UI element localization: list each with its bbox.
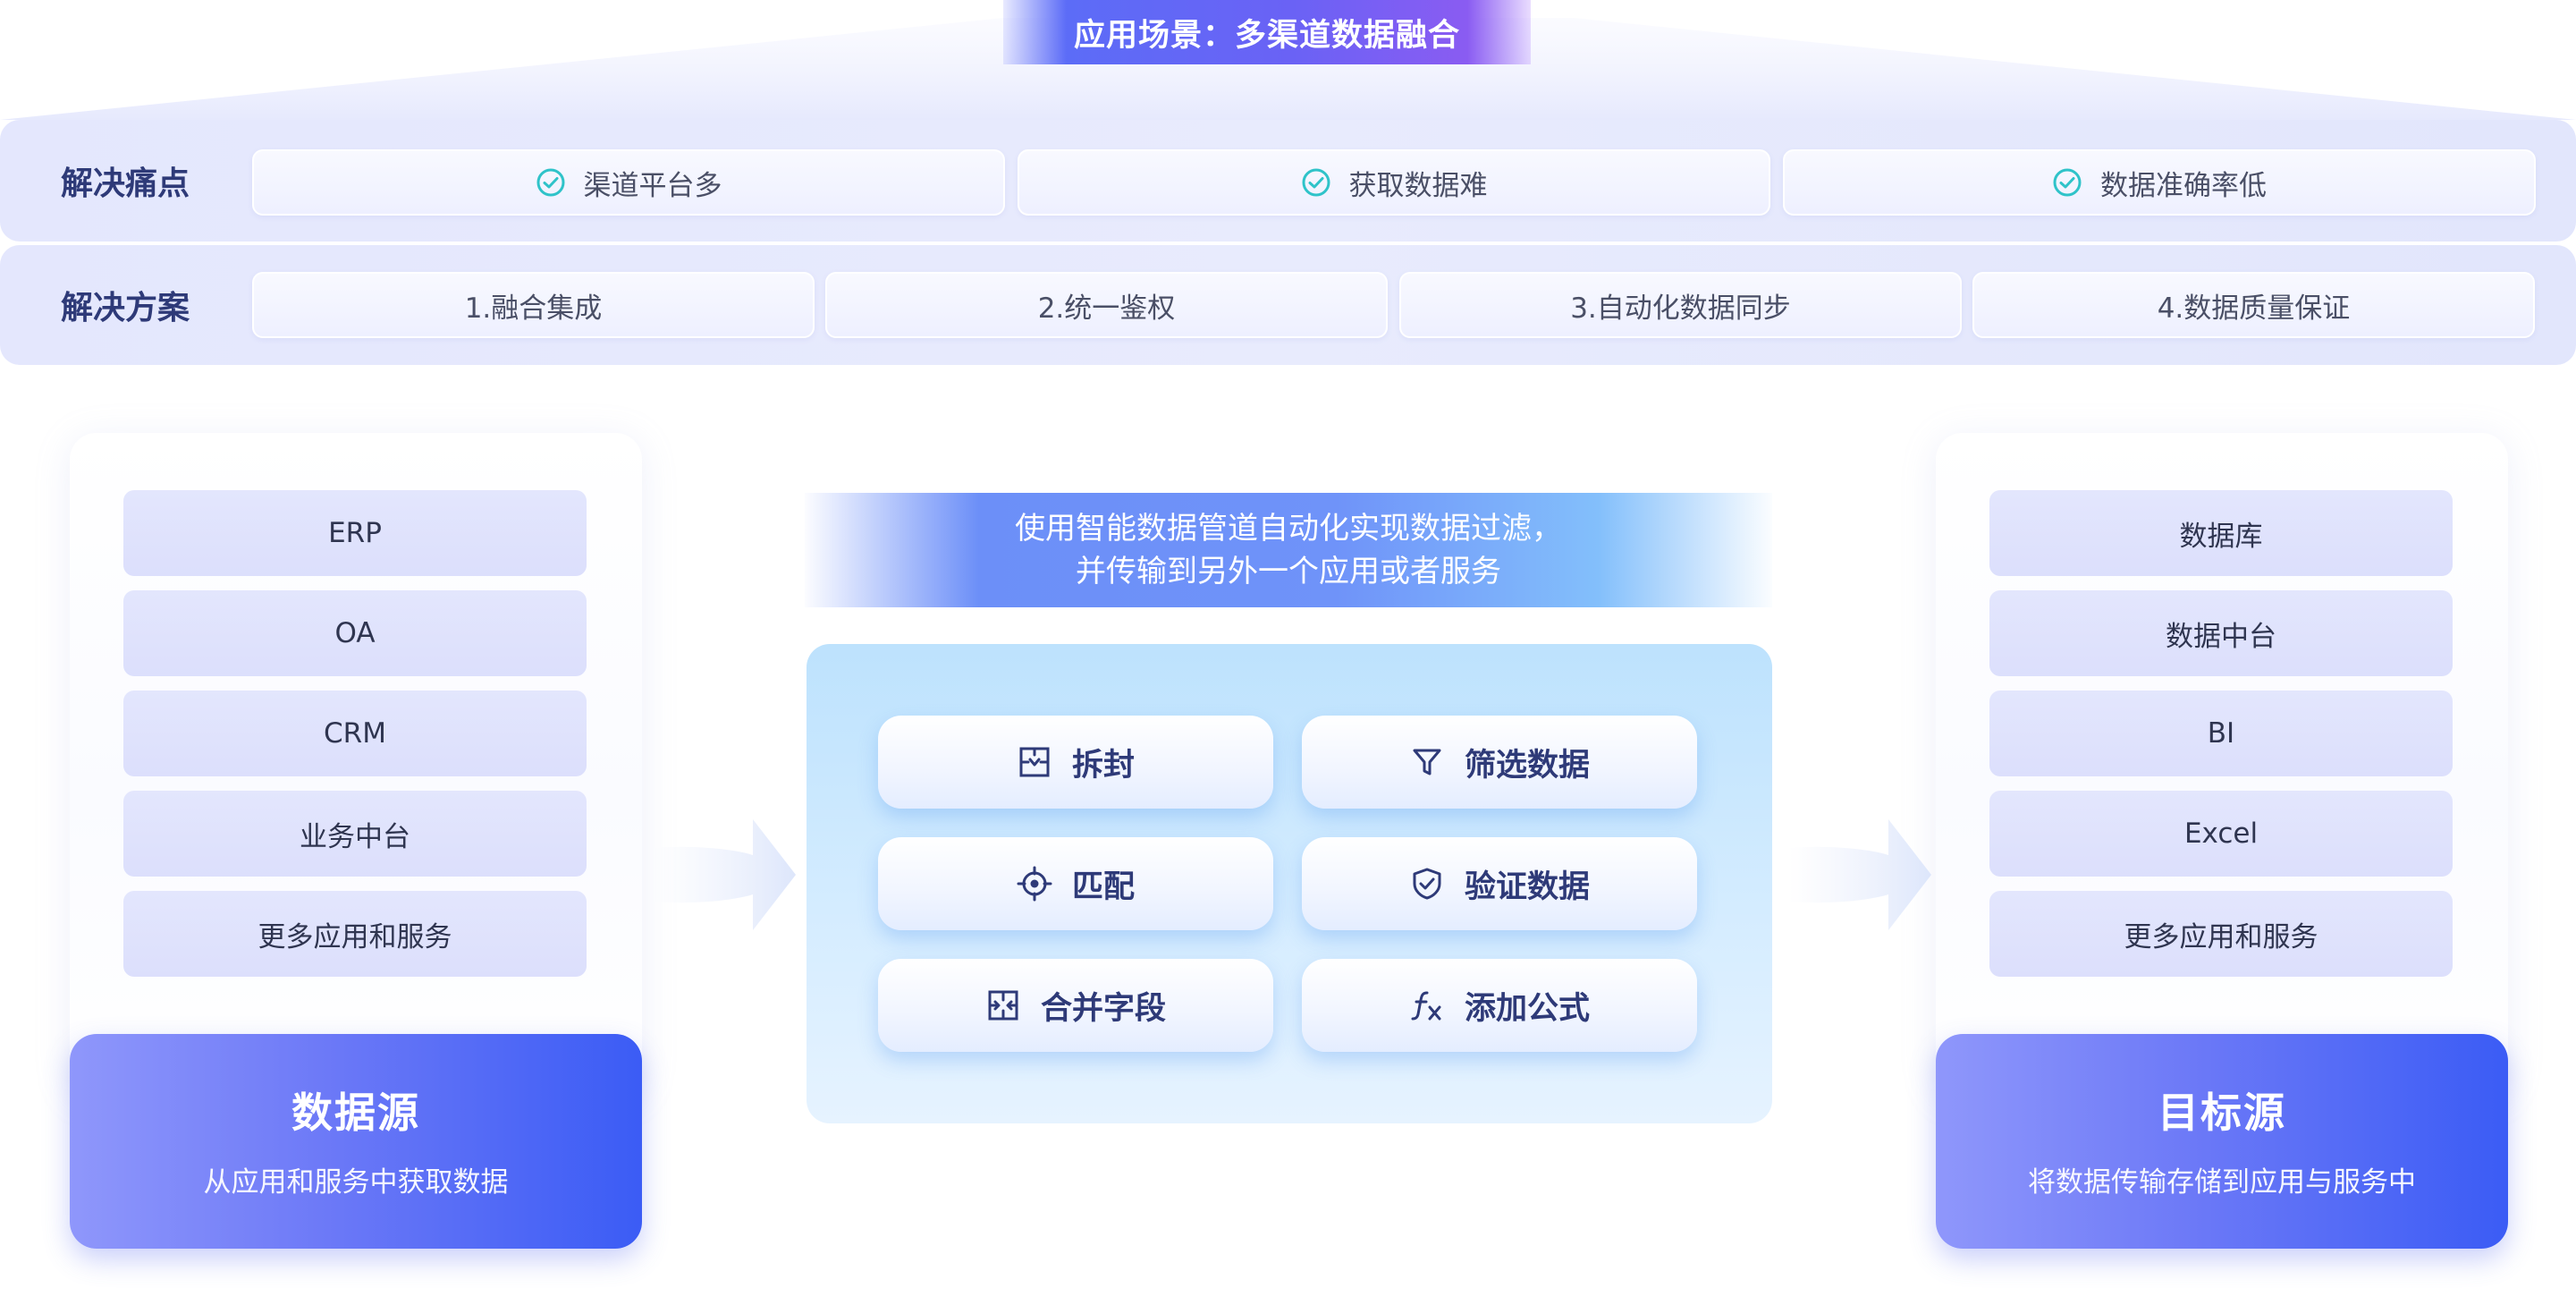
source-item-business-platform: 业务中台 <box>123 791 587 877</box>
check-circle-icon <box>536 168 564 197</box>
operation-label: 拆封 <box>1071 747 1135 784</box>
scenario-title: 应用场景：多渠道数据融合 <box>1073 17 1460 54</box>
target-source-title: 目标源 <box>2158 1089 2286 1137</box>
pipeline-caption: 使用智能数据管道自动化实现数据过滤， 并传输到另外一个应用或者服务 <box>805 493 1772 607</box>
pipeline-operations-box: 拆封 筛选数据 匹配 验证数据 合并字段 添加公式 <box>807 644 1772 1123</box>
target-item-database: 数据库 <box>1989 490 2453 576</box>
pipeline-caption-line1: 使用智能数据管道自动化实现数据过滤， <box>1015 511 1562 547</box>
target-panel: 数据库 数据中台 BI Excel 更多应用和服务 <box>1936 433 2508 1095</box>
operation-label: 添加公式 <box>1464 990 1590 1027</box>
shield-check-icon <box>1413 868 1441 900</box>
pain-point-label: 数据准确率低 <box>2100 169 2267 202</box>
target-source-subtitle: 将数据传输存储到应用与服务中 <box>2028 1166 2416 1199</box>
operation-validate: 验证数据 <box>1302 837 1697 930</box>
operation-label: 筛选数据 <box>1464 747 1590 784</box>
pain-point-item: 数据准确率低 <box>1783 149 2536 216</box>
operation-label: 验证数据 <box>1464 869 1590 905</box>
data-source-subtitle: 从应用和服务中获取数据 <box>203 1166 509 1199</box>
target-item-excel: Excel <box>1989 791 2453 877</box>
solution-item: 4.数据质量保证 <box>1972 272 2535 338</box>
target-item-data-platform: 数据中台 <box>1989 590 2453 676</box>
formula-icon <box>1411 991 1441 1021</box>
target-item-more: 更多应用和服务 <box>1989 891 2453 977</box>
flow-arrow-right-icon <box>653 819 796 930</box>
pain-point-item: 渠道平台多 <box>252 149 1005 216</box>
scenario-banner: 应用场景：多渠道数据融合 <box>1003 0 1531 64</box>
unpack-icon <box>1019 747 1050 777</box>
operation-label: 匹配 <box>1071 869 1135 905</box>
flow-arrow-right-icon <box>1788 819 1931 930</box>
operation-unpack: 拆封 <box>878 716 1273 809</box>
pain-points-label: 解决痛点 <box>61 165 190 202</box>
solution-item: 3.自动化数据同步 <box>1399 272 1962 338</box>
target-icon <box>1017 866 1052 902</box>
solution-item: 1.融合集成 <box>252 272 815 338</box>
pain-points-band: 解决痛点 渠道平台多 获取数据难 数据准确率低 <box>0 120 2576 242</box>
target-source-card: 目标源 将数据传输存储到应用与服务中 <box>1936 1034 2508 1249</box>
operation-merge-fields: 合并字段 <box>878 959 1273 1052</box>
target-item-bi: BI <box>1989 691 2453 776</box>
pain-point-label: 渠道平台多 <box>583 169 722 202</box>
filter-icon <box>1413 749 1441 775</box>
source-item-more: 更多应用和服务 <box>123 891 587 977</box>
header-roof <box>0 18 2576 120</box>
source-item-erp: ERP <box>123 490 587 576</box>
merge-icon <box>988 990 1018 1021</box>
solution-item: 2.统一鉴权 <box>825 272 1388 338</box>
operation-add-formula: 添加公式 <box>1302 959 1697 1052</box>
pain-point-label: 获取数据难 <box>1348 169 1488 202</box>
solutions-label: 解决方案 <box>61 290 190 326</box>
check-circle-icon <box>1302 168 1330 197</box>
operation-filter: 筛选数据 <box>1302 716 1697 809</box>
source-item-oa: OA <box>123 590 587 676</box>
source-item-crm: CRM <box>123 691 587 776</box>
operation-match: 匹配 <box>878 837 1273 930</box>
solutions-band: 解决方案 1.融合集成 2.统一鉴权 3.自动化数据同步 4.数据质量保证 <box>0 245 2576 365</box>
data-source-title: 数据源 <box>291 1089 420 1137</box>
operation-label: 合并字段 <box>1040 990 1166 1027</box>
source-panel: ERP OA CRM 业务中台 更多应用和服务 <box>70 433 642 1095</box>
data-source-card: 数据源 从应用和服务中获取数据 <box>70 1034 642 1249</box>
pain-point-item: 获取数据难 <box>1018 149 1770 216</box>
check-circle-icon <box>2053 168 2082 197</box>
pipeline-caption-line2: 并传输到另外一个应用或者服务 <box>1076 554 1501 589</box>
